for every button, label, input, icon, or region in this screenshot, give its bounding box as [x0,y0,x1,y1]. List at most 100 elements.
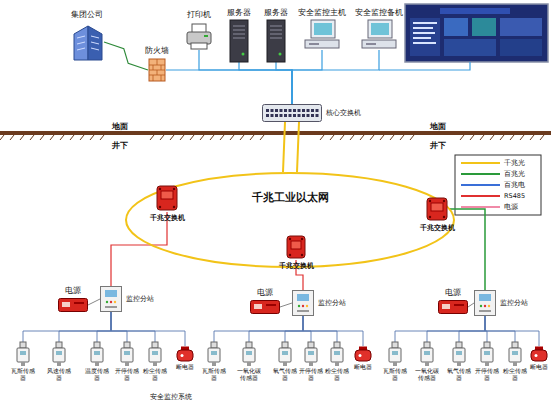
sub-node: 监控分站 [292,290,314,316]
node-label: 电源 [445,289,461,298]
node-label: 一氧化碳传感器 [414,368,440,382]
redsw-icon [155,184,179,212]
connector-line [303,316,311,342]
connector-line [280,303,292,307]
sub-node: 监控分站 [474,290,496,316]
connector-line [427,316,485,342]
node-label: 瓦斯传感器 [10,368,36,382]
display-wire [379,62,470,70]
pc-icon [305,20,339,50]
node-label: 粉尘传感器 [142,368,168,382]
sensor-node: 氧气传感器 [276,342,294,366]
connector-line [23,312,111,342]
sensor-icon [146,342,164,366]
node-label: 防火墙 [145,47,169,56]
sensor-icon [14,342,32,366]
connector-line [468,303,474,307]
sensor-node: 开停传感器 [118,342,136,366]
node-label: 千兆交换机 [279,262,314,270]
server-node: 服务器 [265,20,287,62]
connector-line [459,316,485,342]
legend-text: 百兆电 [504,181,525,189]
sensor-node: 温度传感器 [88,342,106,366]
firewall-node: 防火墙 [148,58,166,82]
sensor-node: 开停传感器 [302,342,320,366]
node-label: 打印机 [187,11,211,20]
connector-line [88,299,100,305]
connector-line [283,122,299,172]
sub-icon [474,290,496,316]
building-icon [70,22,104,62]
power-icon [250,300,280,314]
legend-frame [455,155,541,215]
connector-line [239,62,292,104]
node-label: 氧气传感器 [272,368,298,382]
legend-text: RS485 [504,192,525,200]
breaker-node: 断电器 [176,346,194,362]
legend-line-sample [461,206,500,208]
node-label: 安全监控备机 [355,9,403,18]
building-node: 集团公司 [70,22,104,62]
pc-icon [362,20,396,50]
node-label: 开停传感器 [298,368,324,382]
sensor-icon [205,342,223,366]
free-label: 井下 [112,140,128,151]
node-label: 服务器 [264,9,288,18]
legend-line-sample [461,184,500,186]
ground-band [0,131,551,135]
sensor-icon [386,342,404,366]
sub-icon [100,286,122,312]
server-icon [228,20,250,62]
free-label: 地面 [430,121,446,132]
sensor-node: 风速传感器 [50,342,68,366]
node-label: 断电器 [526,364,551,371]
node-label: 瓦斯传感器 [201,368,227,382]
sensor-icon [450,342,468,366]
legend-line-sample [461,173,500,175]
node-label: 温度传感器 [84,368,110,382]
connector-line [97,312,111,342]
node-label: 监控分站 [318,299,346,307]
display-wall [405,4,548,62]
sensor-icon [240,342,258,366]
node-label: 监控分站 [126,295,154,303]
server-node: 服务器 [228,20,250,62]
connector-line [285,316,303,342]
legend-text: 千兆光 [504,159,525,167]
legend-text: 百兆光 [504,170,525,178]
core-node: 核心交换机 [262,104,322,122]
sensor-node: 开停传感器 [478,342,496,366]
node-label: 千兆交换机 [420,224,455,232]
node-label: 电源 [257,289,273,298]
sensor-icon [418,342,436,366]
connector-line [111,312,185,346]
connector-line [166,70,292,104]
node-label: 氧气传感器 [446,368,472,382]
free-label: 地面 [112,121,128,132]
sensor-node: 一氧化碳传感器 [240,342,258,366]
redsw-node: 千兆交换机 [425,196,449,222]
sensor-node: 氧气传感器 [450,342,468,366]
breaker-icon [354,346,372,362]
power-node: 电源 [250,300,280,314]
connector-line [485,316,515,342]
sensor-node: 瓦斯传感器 [386,342,404,366]
free-label: 井下 [430,140,446,151]
redsw-node: 千兆交换机 [285,234,307,260]
node-label: 监控分站 [500,299,528,307]
node-label: 安全监控主机 [298,9,346,18]
power-node: 电源 [58,298,88,312]
connector-line [292,50,322,104]
node-label: 集团公司 [71,11,103,20]
redsw-icon [425,196,449,222]
node-label: 千兆交换机 [150,214,185,222]
breaker-icon [176,346,194,362]
breaker-node: 断电器 [354,346,372,362]
legend-line-sample [461,162,500,164]
pc-node: 安全监控备机 [362,20,396,50]
sensor-icon [302,342,320,366]
pc-node: 安全监控主机 [305,20,339,50]
node-label: 核心交换机 [326,109,361,117]
node-label: 一氧化碳传感器 [236,368,262,382]
